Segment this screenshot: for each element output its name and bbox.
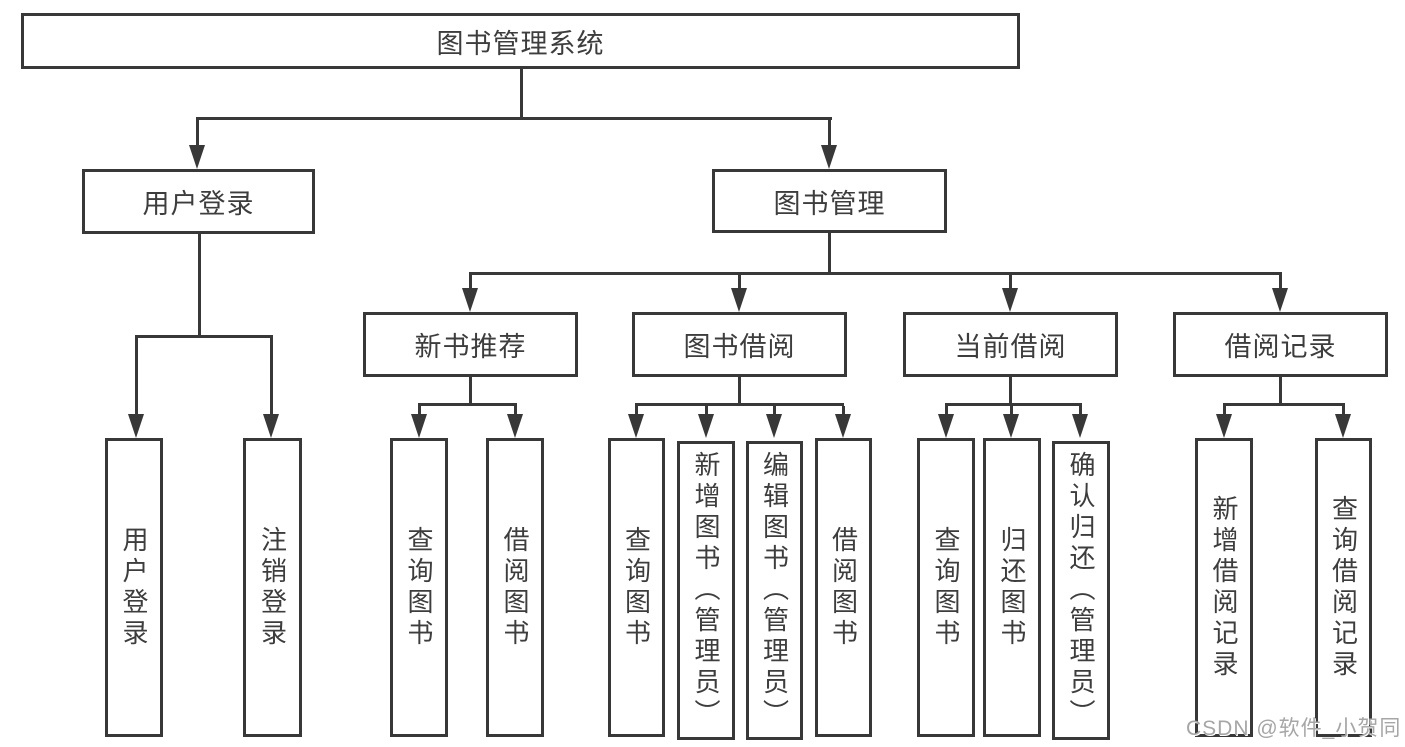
connector-borrowrecord-stem (1279, 377, 1282, 405)
node-user-login: 用户登录 (82, 169, 315, 234)
leaf-query-books-current: 查询图书 (917, 438, 975, 737)
node-new-book-recommend: 新书推荐 (363, 312, 578, 377)
connector-drop (469, 275, 472, 291)
connector-userlogin-branch (135, 335, 273, 338)
connector-drop (1010, 406, 1013, 416)
connector-drop (135, 338, 138, 416)
arrow-down-icon (1272, 288, 1288, 312)
arrow-down-icon (1002, 288, 1018, 312)
connector-newbook-stem (469, 377, 472, 405)
leaf-query-borrow-record: 查询借阅记录 (1315, 438, 1372, 737)
leaf-query-books-recommend: 查询图书 (390, 438, 448, 737)
node-book-management: 图书管理 (712, 169, 947, 233)
leaf-edit-books-admin: 编辑图书（管理员） (746, 441, 803, 740)
arrow-down-icon (766, 414, 782, 438)
leaf-label: 新增借阅记录 (1209, 494, 1239, 681)
leaf-label: 查询图书 (404, 525, 434, 650)
leaf-label: 借阅图书 (828, 525, 859, 650)
connector-currentborrow-branch (945, 403, 1082, 406)
connector-drop (1009, 275, 1012, 291)
node-borrowing-records: 借阅记录 (1173, 312, 1388, 377)
arrow-down-icon (835, 414, 851, 438)
arrow-down-icon (821, 145, 837, 169)
connector-bookborrow-stem (738, 377, 741, 405)
arrow-down-icon (462, 288, 478, 312)
leaf-borrow-books-borrowing: 借阅图书 (815, 438, 872, 737)
leaf-label: 查询图书 (621, 525, 652, 650)
leaf-label: 归还图书 (997, 525, 1027, 650)
leaf-user-login: 用户登录 (105, 438, 163, 737)
connector-drop (1342, 406, 1345, 416)
connector-drop (1079, 406, 1082, 416)
connector-drop-user-login (196, 120, 199, 147)
leaf-label: 新增图书（管理员） (691, 451, 721, 730)
connector-userlogin-stem (198, 234, 201, 337)
arrow-down-icon (128, 414, 144, 438)
connector-drop (945, 406, 948, 416)
connector-drop (270, 338, 273, 416)
arrow-down-icon (411, 414, 427, 438)
connector-drop (514, 406, 517, 416)
leaf-add-borrow-record: 新增借阅记录 (1195, 438, 1253, 737)
connector-newbook-branch (418, 403, 517, 406)
leaf-label: 用户登录 (119, 525, 149, 650)
arrow-down-icon (938, 414, 954, 438)
connector-drop (842, 406, 845, 416)
leaf-query-books-borrowing: 查询图书 (608, 438, 665, 737)
leaf-label: 查询图书 (931, 525, 961, 650)
connector-drop (1279, 275, 1282, 291)
node-book-borrowing: 图书借阅 (632, 312, 847, 377)
arrow-down-icon (731, 288, 747, 312)
connector-drop (635, 406, 638, 416)
leaf-label: 注销登录 (257, 525, 288, 650)
leaf-label: 确认归还（管理员） (1066, 451, 1096, 730)
connector-drop (418, 406, 421, 416)
leaf-label: 查询借阅记录 (1328, 494, 1359, 681)
leaf-add-books-admin: 新增图书（管理员） (677, 441, 735, 740)
connector-currentborrow-stem (1009, 377, 1012, 405)
arrow-down-icon (507, 414, 523, 438)
arrow-down-icon (1335, 414, 1351, 438)
arrow-down-icon (698, 414, 714, 438)
connector-borrowrecord-branch (1223, 403, 1345, 406)
leaf-borrow-books-recommend: 借阅图书 (486, 438, 544, 737)
connector-root-branch (196, 117, 832, 120)
connector-drop (773, 406, 776, 416)
connector-drop-book-mgmt (828, 120, 831, 147)
leaf-confirm-return-admin: 确认归还（管理员） (1052, 441, 1110, 740)
connector-root-stem (520, 69, 523, 119)
arrow-down-icon (189, 145, 205, 169)
csdn-watermark: CSDN @软件_小贺同学 (1186, 717, 1402, 740)
arrow-down-icon (1072, 414, 1088, 438)
arrow-down-icon (628, 414, 644, 438)
leaf-return-books: 归还图书 (983, 438, 1041, 737)
leaf-logout-login: 注销登录 (243, 438, 302, 737)
connector-bookborrow-branch (635, 403, 844, 406)
connector-drop (738, 275, 741, 291)
connector-bookmgmt-branch (469, 272, 1282, 275)
leaf-label: 编辑图书（管理员） (759, 451, 790, 730)
arrow-down-icon (263, 414, 279, 438)
node-library-management-system: 图书管理系统 (21, 13, 1020, 69)
connector-drop (705, 406, 708, 416)
connector-drop (1223, 406, 1226, 416)
arrow-down-icon (1216, 414, 1232, 438)
node-current-borrowing: 当前借阅 (903, 312, 1118, 377)
leaf-label: 借阅图书 (500, 525, 530, 650)
arrow-down-icon (1003, 414, 1019, 438)
connector-bookmgmt-stem (828, 232, 831, 274)
